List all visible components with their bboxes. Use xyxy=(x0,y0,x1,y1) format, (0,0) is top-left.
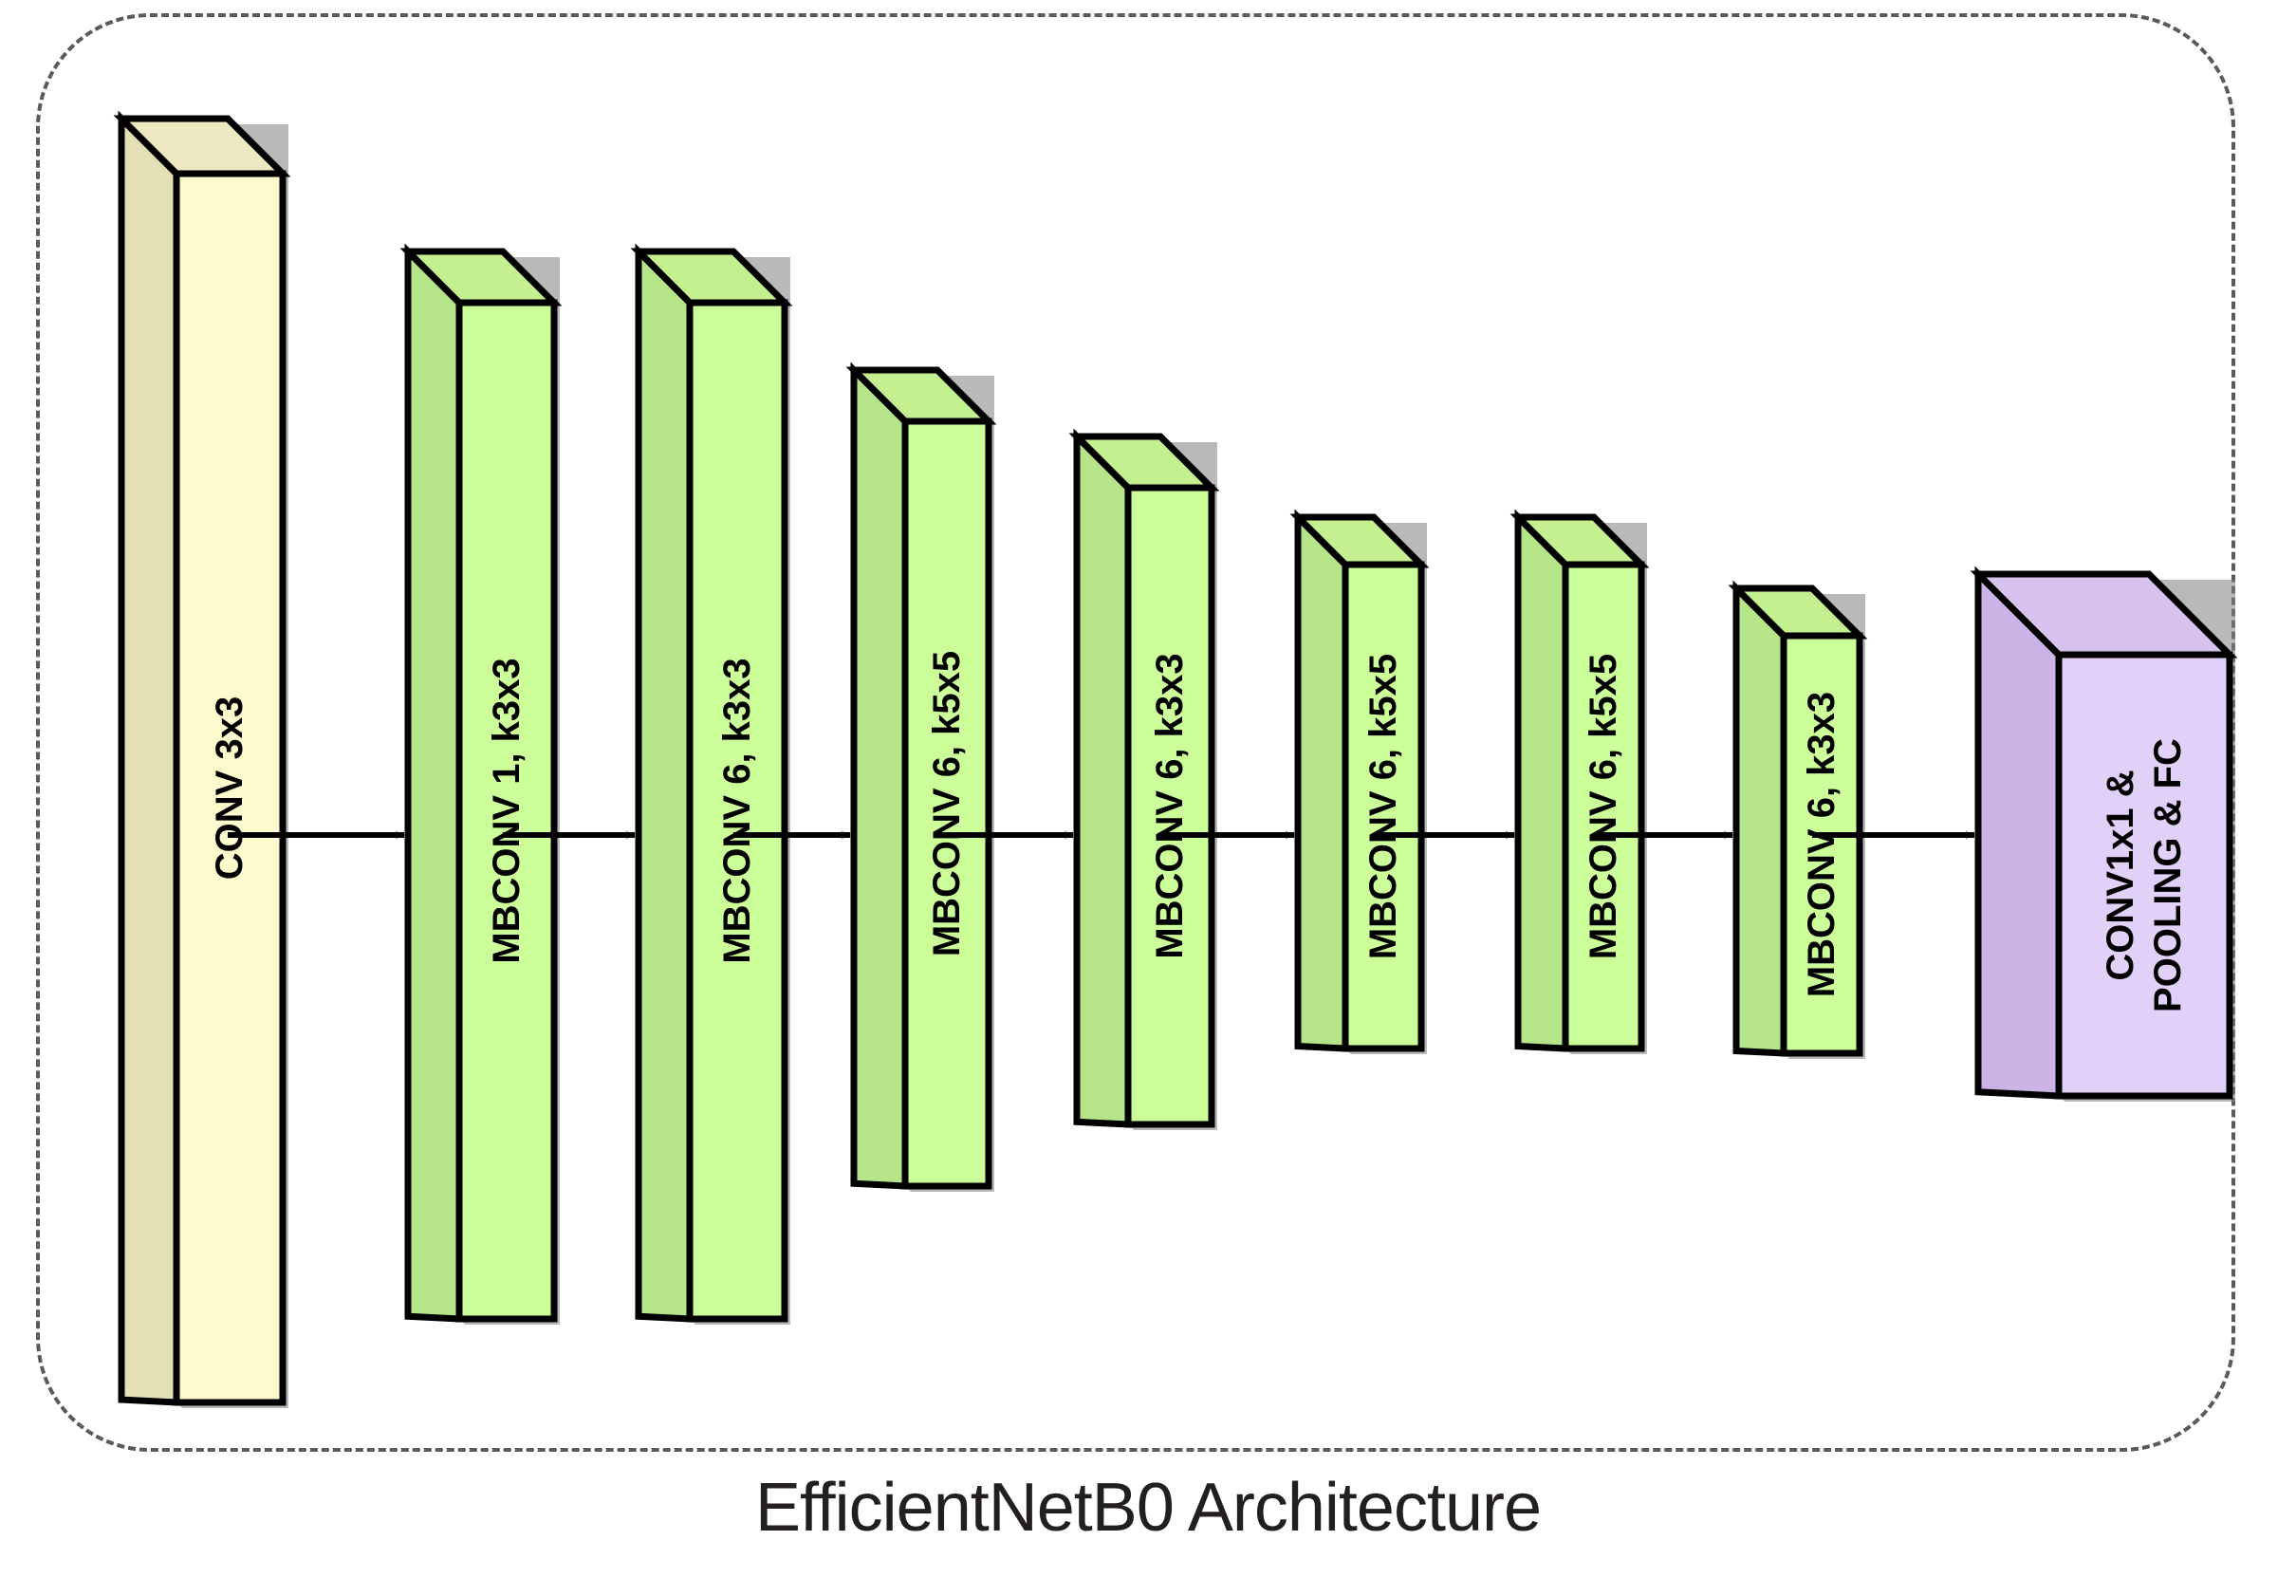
block-side-face xyxy=(635,243,694,1323)
architecture-block-mbconv-6-k3x3-c[interactable]: MBCONV 6, k3x3 xyxy=(1728,580,1868,1059)
block-side-face xyxy=(850,362,909,1190)
block-front-face xyxy=(901,418,992,1190)
block-front-face xyxy=(2055,651,2233,1100)
architecture-block-conv-3x3[interactable]: CONV 3x3 xyxy=(113,110,291,1408)
block-side-face xyxy=(1073,428,1132,1128)
block-label: MBCONV 6, k5x5 xyxy=(1362,654,1404,959)
block-label: MBCONV 6, k5x5 xyxy=(926,651,968,956)
block-side-face xyxy=(118,110,180,1406)
architecture-block-mbconv-6-k3x3-a[interactable]: MBCONV 6, k3x3 xyxy=(630,243,793,1325)
architecture-block-mbconv-6-k5x5-b[interactable]: MBCONV 6, k5x5 xyxy=(1289,509,1430,1054)
block-label: CONV 3x3 xyxy=(209,696,250,880)
block-label: MBCONV 1, k3x3 xyxy=(486,658,528,963)
block-label: MBCONV 6, k3x3 xyxy=(1149,653,1191,958)
page-title: EfficientNetB0 Architecture xyxy=(754,1470,1542,1546)
block-label: CONV1x1 & xyxy=(2100,770,2141,980)
block-front-face xyxy=(1780,632,1863,1057)
block-label: MBCONV 6, k5x5 xyxy=(1583,654,1624,959)
block-label: MBCONV 6, k3x3 xyxy=(1801,692,1842,997)
block-side-face xyxy=(1974,566,2063,1100)
block-front-face xyxy=(1342,561,1425,1052)
block-front-face xyxy=(1562,561,1645,1052)
architecture-block-mbconv-1-k3x3[interactable]: MBCONV 1, k3x3 xyxy=(399,243,563,1325)
block-side-face xyxy=(1732,580,1787,1057)
architecture-block-mbconv-6-k3x3-b[interactable]: MBCONV 6, k3x3 xyxy=(1068,428,1220,1130)
block-front-face xyxy=(1124,484,1215,1128)
block-side-face xyxy=(1514,509,1569,1052)
blocks-layer: CONV 3x3 MBCONV 1, k3x3 MBCONV 6, k3x3 MBCO… xyxy=(113,110,2238,1408)
architecture-block-mbconv-6-k5x5-c[interactable]: MBCONV 6, k5x5 xyxy=(1509,509,1650,1054)
block-front-face xyxy=(686,299,788,1323)
architecture-block-conv-1x1-pooling-fc[interactable]: CONV1x1 &POOLING & FC xyxy=(1970,566,2238,1102)
block-front-face xyxy=(173,170,287,1406)
block-side-face xyxy=(404,243,463,1323)
architecture-block-mbconv-6-k5x5-a[interactable]: MBCONV 6, k5x5 xyxy=(845,362,997,1192)
block-label: MBCONV 6, k3x3 xyxy=(716,658,758,963)
block-front-face xyxy=(455,299,558,1323)
block-side-face xyxy=(1294,509,1349,1052)
block-label: POOLING & FC xyxy=(2147,738,2189,1012)
